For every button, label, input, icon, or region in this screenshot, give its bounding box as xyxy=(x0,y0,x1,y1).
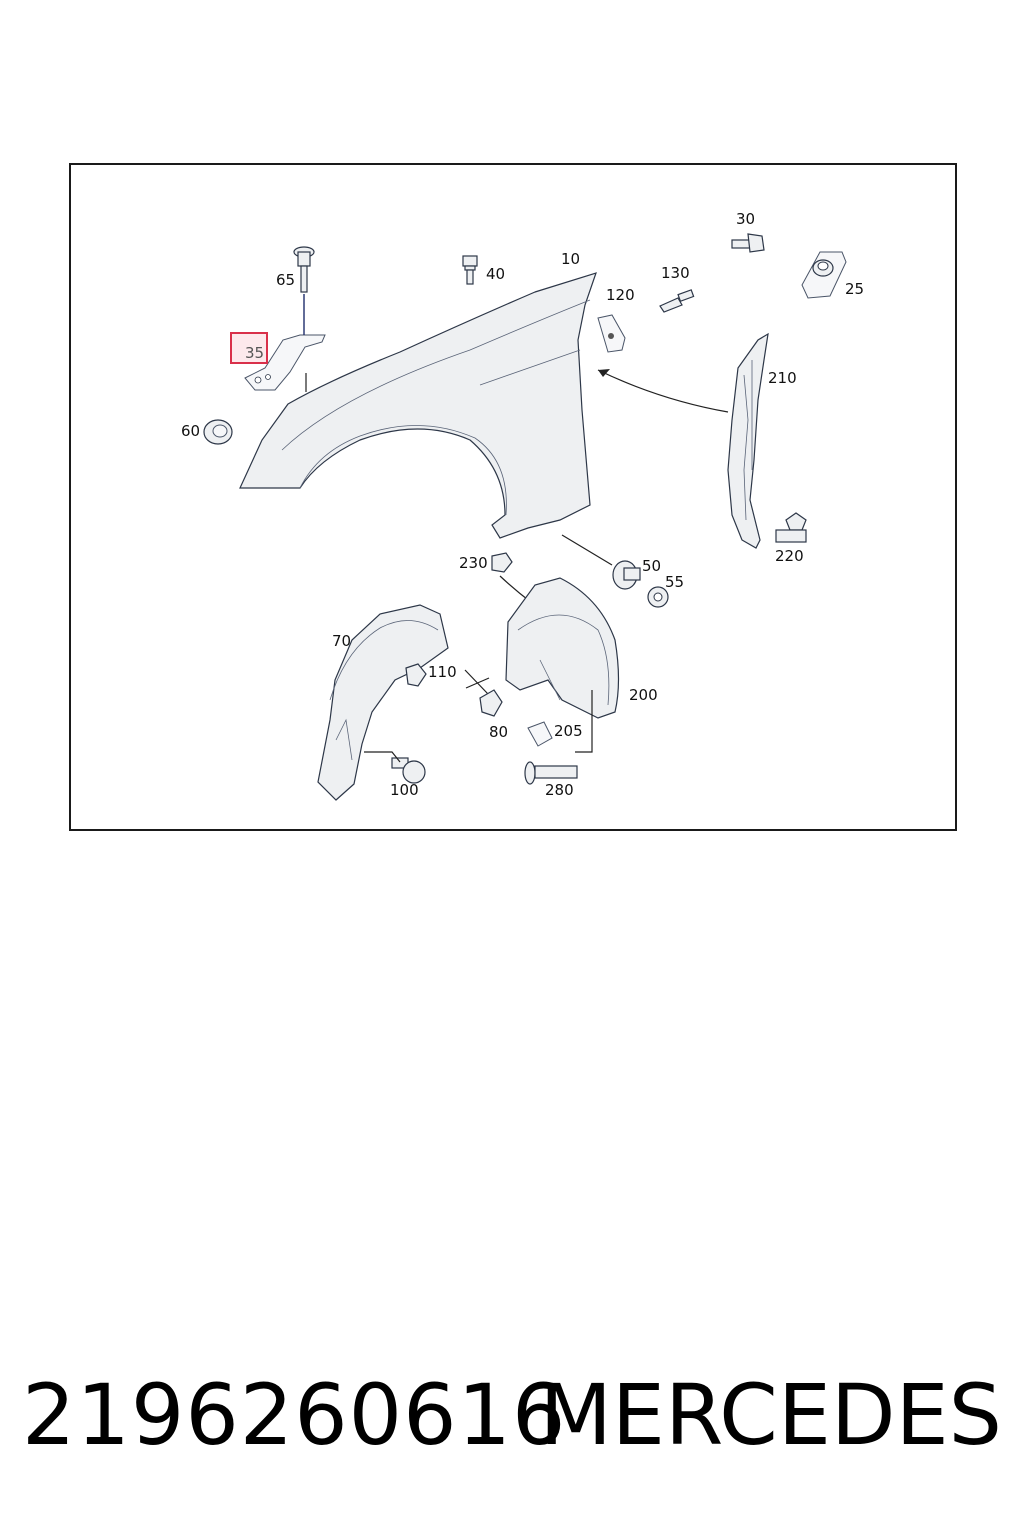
callout-55[interactable]: 55 xyxy=(665,573,684,591)
callout-80[interactable]: 80 xyxy=(489,723,508,741)
clip-120-part[interactable] xyxy=(597,314,626,353)
callout-110[interactable]: 110 xyxy=(428,663,457,681)
nut-55-part[interactable] xyxy=(647,586,669,608)
brand-name: MERCEDES xyxy=(539,1366,1002,1464)
callout-35-highlight[interactable] xyxy=(230,332,268,364)
callout-40[interactable]: 40 xyxy=(486,265,505,283)
nut-110-part[interactable] xyxy=(405,663,427,687)
part-number: 2196260616 xyxy=(22,1366,567,1464)
callout-10[interactable]: 10 xyxy=(561,250,580,268)
callout-210[interactable]: 210 xyxy=(768,369,797,387)
callout-30[interactable]: 30 xyxy=(736,210,755,228)
clip-205-part[interactable] xyxy=(527,721,553,747)
rivet-130-part[interactable] xyxy=(659,289,695,313)
callout-280[interactable]: 280 xyxy=(545,781,574,799)
callout-205[interactable]: 205 xyxy=(554,722,583,740)
callout-100[interactable]: 100 xyxy=(390,781,419,799)
clip-280-part[interactable] xyxy=(524,761,578,785)
clip-220-part[interactable] xyxy=(775,512,807,543)
callout-65[interactable]: 65 xyxy=(276,271,295,289)
callout-35[interactable]: 35 xyxy=(245,344,264,362)
callout-120[interactable]: 120 xyxy=(606,286,635,304)
seal-210-part[interactable] xyxy=(727,332,769,549)
mount-25-part[interactable] xyxy=(801,251,847,299)
parts-diagram: 10 25 30 35 40 50 55 60 65 70 80 100 110… xyxy=(181,210,864,801)
callout-60[interactable]: 60 xyxy=(181,422,200,440)
callout-70[interactable]: 70 xyxy=(332,632,351,650)
bolt-40-part[interactable] xyxy=(462,255,478,285)
callout-200[interactable]: 200 xyxy=(629,686,658,704)
liner-70-part[interactable] xyxy=(317,604,449,801)
bracket-part[interactable] xyxy=(244,334,326,391)
stud-50-part[interactable] xyxy=(612,560,641,590)
nut-230-part[interactable] xyxy=(491,552,513,573)
callout-130[interactable]: 130 xyxy=(661,264,690,282)
grommet-60-part[interactable] xyxy=(203,419,233,445)
callout-25[interactable]: 25 xyxy=(845,280,864,298)
bolt-30-part[interactable] xyxy=(731,233,765,253)
bolt-100-part[interactable] xyxy=(391,757,426,784)
footer: 2196260616 MERCEDES xyxy=(0,1360,1024,1480)
nut-80-part[interactable] xyxy=(479,689,503,717)
fender-part[interactable] xyxy=(239,272,597,539)
callout-220[interactable]: 220 xyxy=(775,547,804,565)
callout-50[interactable]: 50 xyxy=(642,557,661,575)
liner-200-part[interactable] xyxy=(505,577,620,719)
callout-230[interactable]: 230 xyxy=(459,554,488,572)
bolt-65-part[interactable] xyxy=(293,246,315,293)
